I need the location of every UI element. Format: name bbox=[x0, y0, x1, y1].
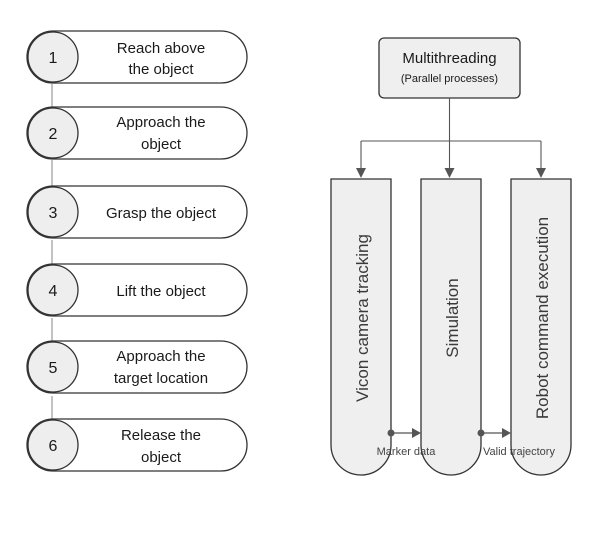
step-number: 1 bbox=[49, 50, 58, 67]
link-label: Marker data bbox=[377, 446, 437, 458]
step-2: 2 Approach the object bbox=[26, 106, 248, 160]
step-1: 1 Reach above the object bbox=[26, 30, 248, 84]
parallel-processes: Multithreading (Parallel processes) Vico… bbox=[330, 37, 572, 476]
arrowhead-icon bbox=[356, 168, 366, 178]
step-4: 4 Lift the object bbox=[26, 263, 248, 317]
step-label-line: Grasp the object bbox=[106, 205, 217, 222]
lane-shape bbox=[510, 178, 572, 476]
process-lane-vicon: Vicon camera tracking bbox=[330, 178, 392, 476]
step-label-line: object bbox=[141, 136, 182, 153]
link-valid-trajectory: Valid trajectory bbox=[477, 428, 555, 458]
step-pill bbox=[26, 106, 248, 160]
step-pill bbox=[26, 30, 248, 84]
step-number-badge bbox=[27, 419, 79, 471]
step-6: 6 Release the object bbox=[26, 418, 248, 472]
step-number-badge bbox=[27, 264, 79, 316]
lane-label: Vicon camera tracking bbox=[353, 234, 372, 402]
arrowhead-icon bbox=[412, 428, 421, 438]
arrowhead-icon bbox=[536, 168, 546, 178]
branch-connector bbox=[360, 98, 542, 172]
lane-label: Robot command execution bbox=[533, 217, 552, 419]
step-pill bbox=[26, 418, 248, 472]
step-sequence: 1 Reach above the object 2 Approach the … bbox=[26, 30, 248, 472]
multithreading-rect bbox=[378, 37, 521, 99]
step-label-line: Release the bbox=[121, 427, 201, 444]
lane-shape bbox=[330, 178, 392, 476]
link-label: Valid trajectory bbox=[483, 446, 555, 458]
step-label-line: object bbox=[141, 449, 182, 466]
step-number: 5 bbox=[49, 360, 58, 377]
step-3: 3 Grasp the object bbox=[26, 185, 248, 239]
lane-label: Simulation bbox=[443, 278, 462, 357]
process-lane-robot: Robot command execution bbox=[510, 178, 572, 476]
step-number-badge bbox=[27, 186, 79, 238]
arrowhead-icon bbox=[502, 428, 511, 438]
step-number-badge bbox=[27, 31, 79, 83]
link-marker-data: Marker data bbox=[377, 428, 437, 458]
step-pill bbox=[26, 340, 248, 394]
step-number: 3 bbox=[49, 205, 58, 222]
step-pill bbox=[26, 185, 248, 239]
step-label-line: Reach above bbox=[117, 40, 205, 57]
process-lane-simulation: Simulation bbox=[420, 178, 482, 476]
step-5: 5 Approach the target location bbox=[26, 340, 248, 394]
step-number: 4 bbox=[49, 283, 58, 300]
lane-shape bbox=[420, 178, 482, 476]
multithreading-box: Multithreading (Parallel processes) bbox=[378, 37, 521, 99]
step-label-line: Lift the object bbox=[116, 283, 206, 300]
arrowhead-icon bbox=[444, 168, 455, 178]
step-number-badge bbox=[27, 107, 79, 159]
step-label-line: target location bbox=[114, 370, 208, 387]
multithreading-subtitle: (Parallel processes) bbox=[401, 73, 498, 85]
step-label-line: Approach the bbox=[116, 348, 205, 365]
step-label-line: Approach the bbox=[116, 114, 205, 131]
multithreading-title: Multithreading bbox=[402, 50, 496, 67]
step-pill bbox=[26, 263, 248, 317]
step-number-badge bbox=[27, 341, 79, 393]
step-number: 6 bbox=[49, 438, 58, 455]
step-number: 2 bbox=[49, 126, 58, 143]
step-label-line: the object bbox=[128, 61, 194, 78]
